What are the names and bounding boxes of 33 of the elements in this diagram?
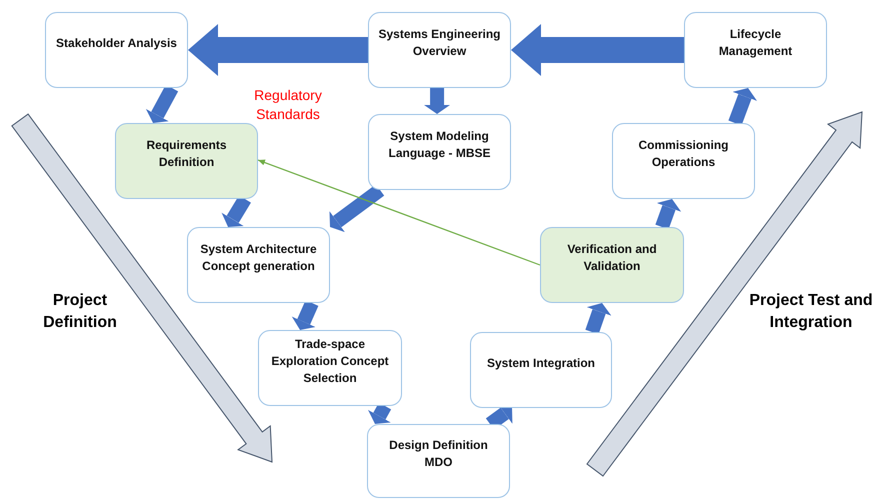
process-box <box>258 330 402 406</box>
connector-arrow <box>258 159 540 266</box>
block-arrow <box>188 24 368 76</box>
box-label: Lifecycle Management <box>718 26 794 60</box>
process-box <box>45 12 188 88</box>
box-label: System Integration <box>486 354 596 372</box>
phase-label: Project Definition <box>42 291 118 333</box>
process-box <box>684 12 827 88</box>
phase-label: Project Test and Integration <box>748 291 874 333</box>
box-label: Stakeholder Analysis <box>56 34 177 52</box>
process-box <box>115 123 258 199</box>
note-text: Regulatory Standards <box>253 86 323 124</box>
box-label: Commissioning Operations <box>637 137 730 171</box>
box-label: System Architecture Concept generation <box>199 241 318 275</box>
box-label: System Modeling Language - MBSE <box>387 128 492 162</box>
block-arrow <box>728 88 758 126</box>
box-label: Trade-space Exploration Concept Selection <box>270 336 390 386</box>
box-label: Design Definition MDO <box>388 437 489 471</box>
process-box <box>470 332 612 408</box>
block-arrow <box>585 303 612 334</box>
block-arrow <box>292 300 318 330</box>
process-box <box>368 114 511 190</box>
process-box <box>540 227 684 303</box>
process-box <box>368 12 511 88</box>
block-arrow <box>655 199 682 230</box>
box-label: Systems Engineering Overview <box>377 26 502 60</box>
box-label: Requirements Definition <box>145 137 228 171</box>
process-box <box>612 123 755 199</box>
process-box <box>367 424 510 498</box>
block-arrow <box>424 88 450 114</box>
block-arrow <box>511 24 684 76</box>
box-label: Verification and Validation <box>566 241 658 275</box>
process-box <box>187 227 330 303</box>
